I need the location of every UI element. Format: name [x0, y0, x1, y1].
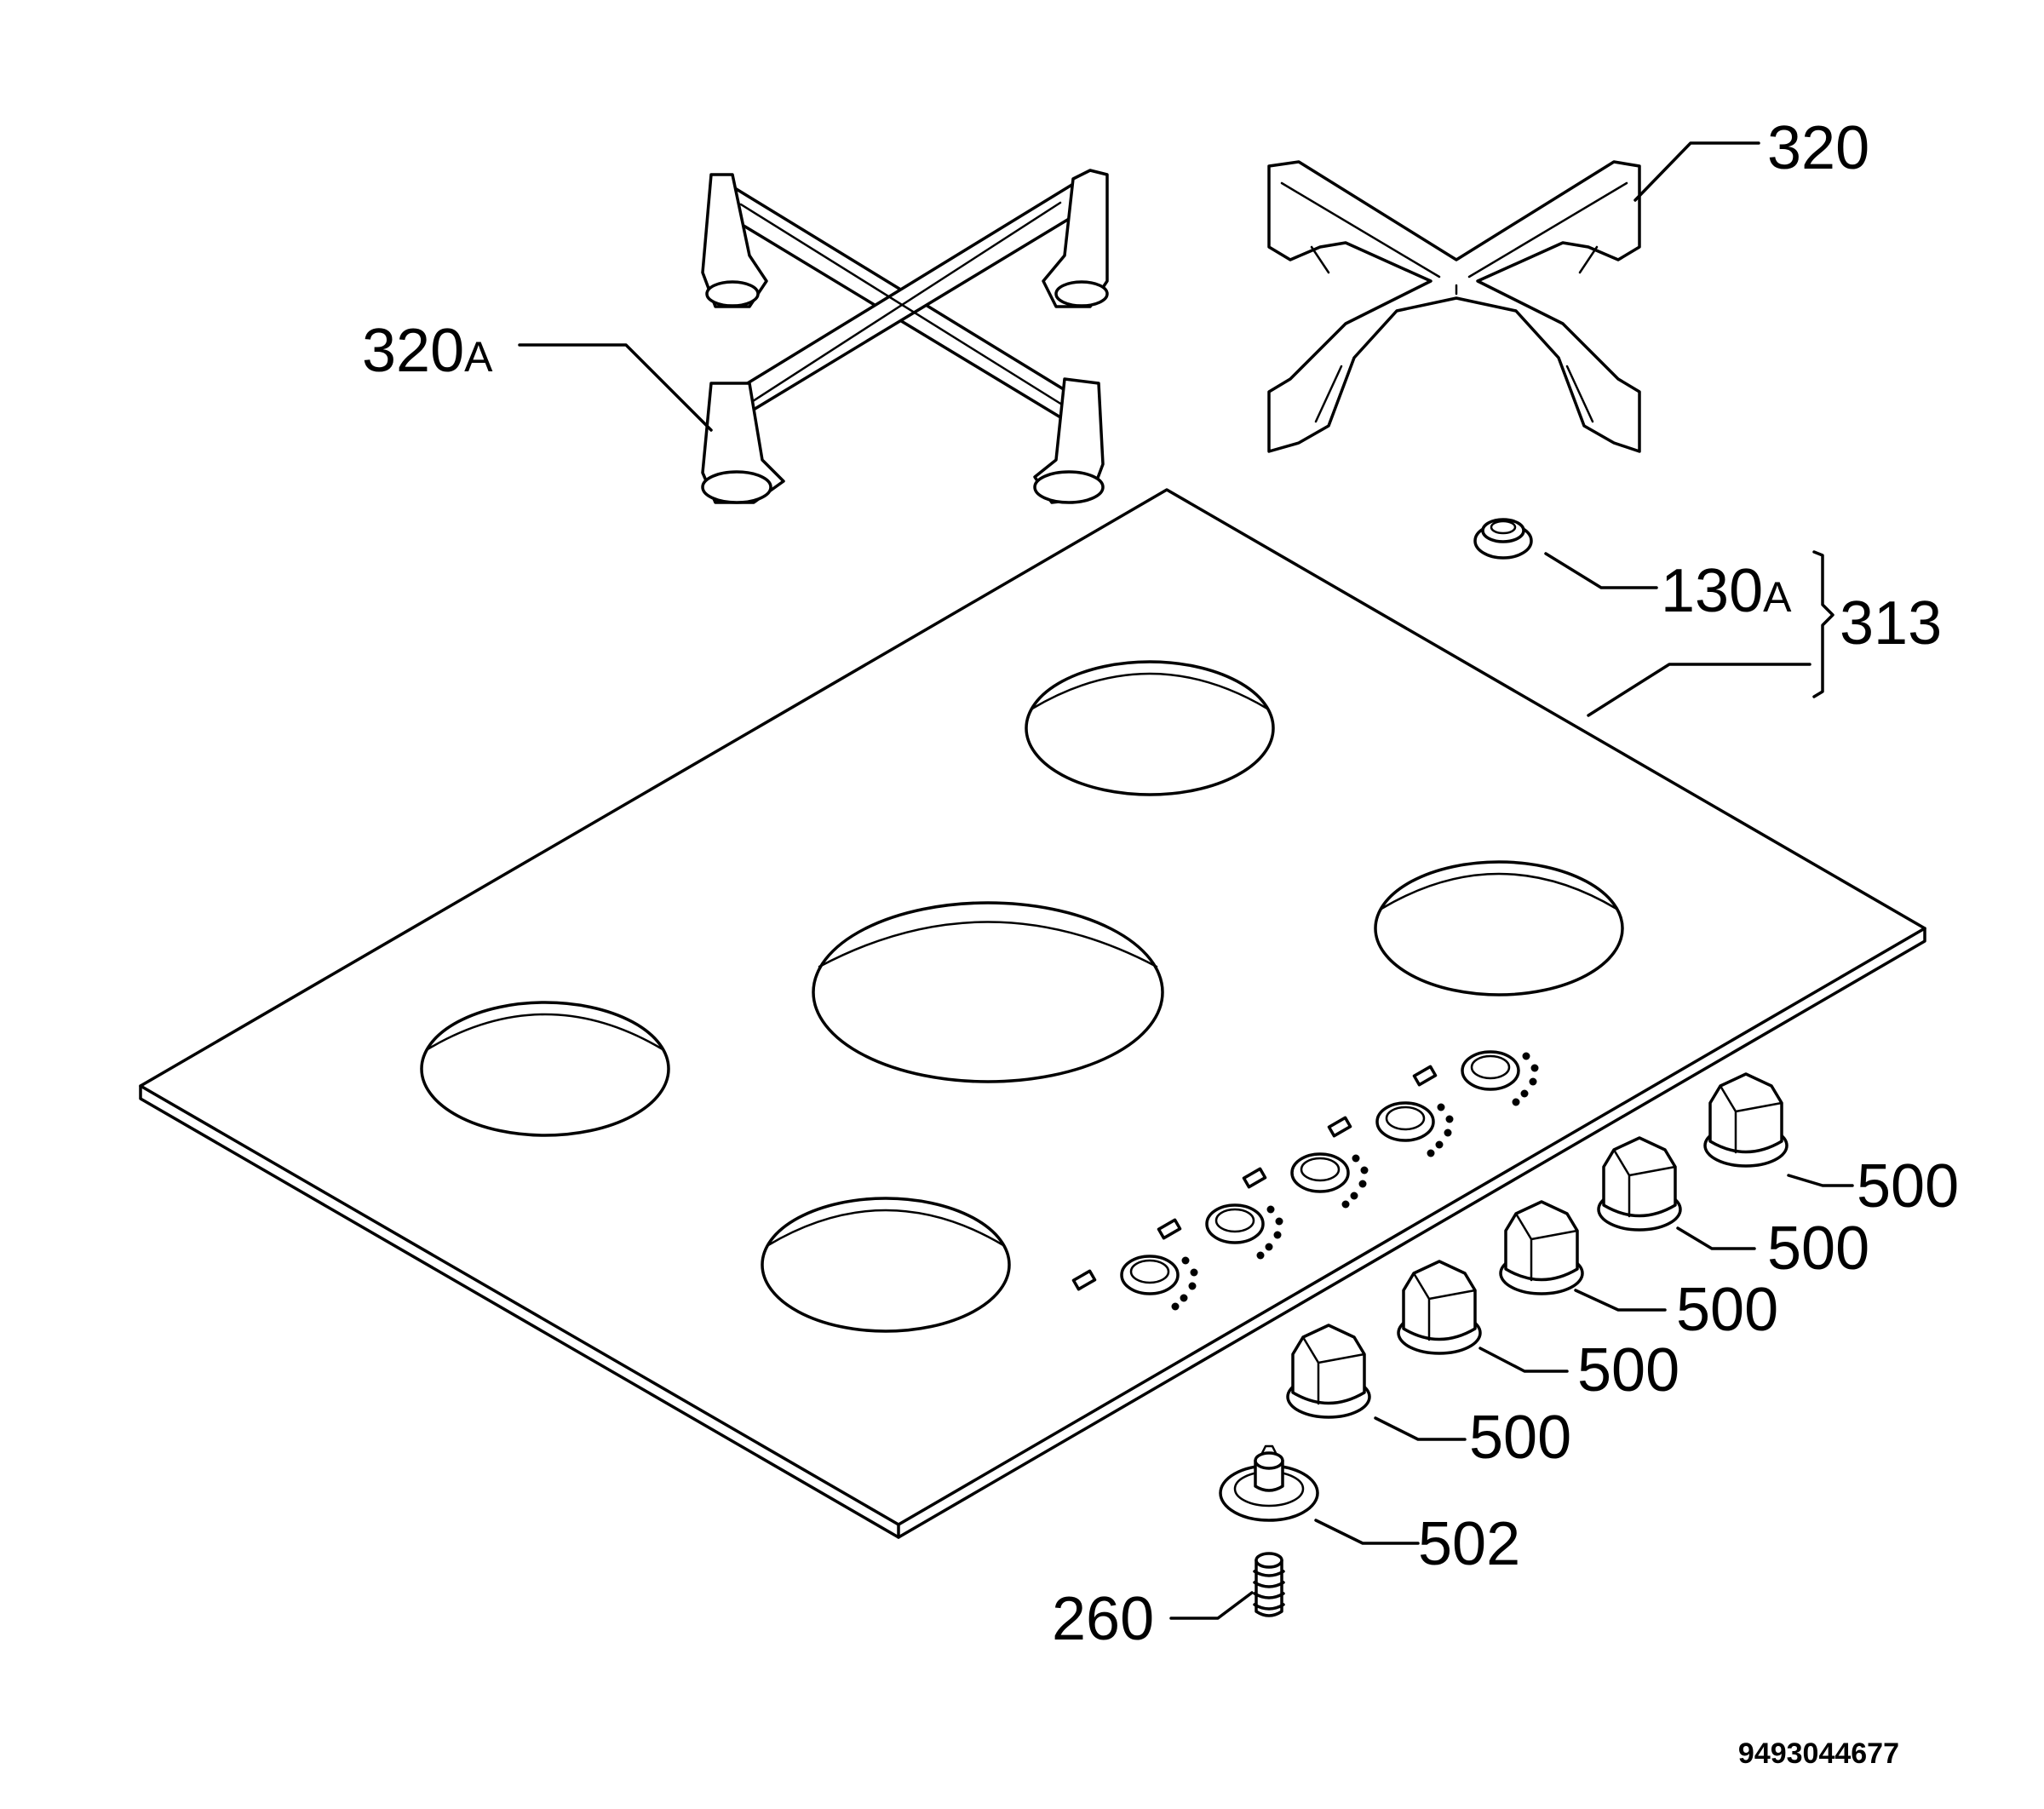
document-number: 9493044677 — [1738, 1737, 1899, 1770]
leader-lines — [518, 141, 1854, 1620]
label-502: 502 — [1418, 1510, 1520, 1578]
control-knobs — [1286, 1072, 1788, 1419]
knob-boss-3 — [1242, 1152, 1369, 1209]
pan-support-right — [1267, 160, 1641, 453]
control-knob-4 — [1597, 1136, 1682, 1232]
burner-hole-left — [420, 1001, 670, 1137]
label-500-c: 500 — [1676, 1276, 1778, 1344]
group-bracket — [1812, 550, 1834, 698]
label-130a: 130A — [1661, 557, 1792, 625]
control-panel-markings — [1071, 1050, 1539, 1311]
control-knob-2 — [1397, 1260, 1482, 1355]
pan-support-left — [701, 169, 1109, 504]
knob-boss-4 — [1327, 1101, 1454, 1157]
label-500-e: 500 — [1469, 1404, 1571, 1472]
burner-hole-front — [761, 1197, 1011, 1333]
label-320: 320 — [1767, 114, 1869, 182]
label-260: 260 — [1052, 1585, 1154, 1653]
knob-boss-2 — [1157, 1203, 1283, 1260]
control-knob-5 — [1703, 1072, 1788, 1168]
knob-boss-5 — [1412, 1050, 1539, 1106]
burner-hole-rear — [1025, 660, 1275, 796]
knob-base-part — [1219, 1444, 1319, 1522]
burner-holes — [420, 660, 1624, 1333]
label-500-b: 500 — [1767, 1215, 1869, 1283]
label-500-a: 500 — [1857, 1152, 1959, 1220]
knob-boss-1 — [1071, 1255, 1198, 1311]
control-knob-1 — [1286, 1324, 1371, 1419]
spring-part — [1253, 1552, 1285, 1617]
part-labels: 320A 320 130A 313 500 500 500 500 500 50… — [362, 114, 1959, 1770]
label-500-d: 500 — [1577, 1336, 1679, 1404]
burner-hole-right — [1374, 860, 1624, 996]
control-knob-3 — [1499, 1200, 1584, 1295]
injector-part — [1473, 518, 1533, 560]
label-320a: 320A — [362, 317, 493, 385]
burner-hole-centre — [812, 901, 1164, 1083]
label-313: 313 — [1840, 589, 1942, 658]
